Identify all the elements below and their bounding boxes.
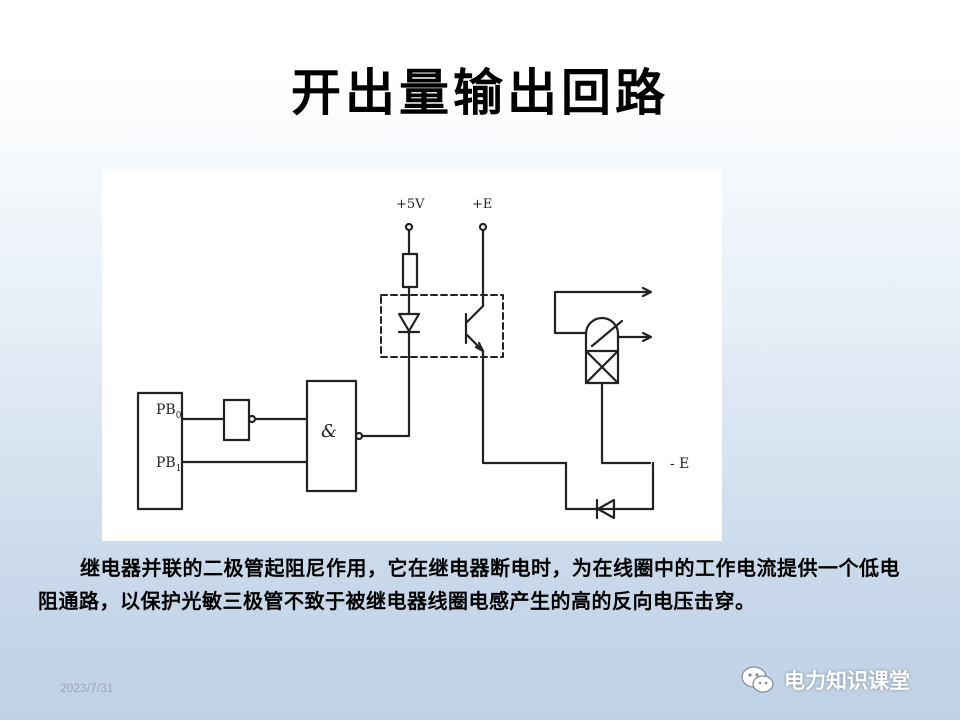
and-output-wire (360, 359, 411, 438)
watermark-text: 电力知识课堂 (784, 669, 910, 693)
relay-contact-arrow (641, 286, 653, 298)
caption-text: 继电器并联的二极管起阻尼作用，它在继电器断电时，为在线圈中的工作电流提供一个低电… (38, 556, 900, 613)
relay-contact-wire (553, 290, 652, 335)
transistor-emitter-wire (481, 349, 568, 465)
circuit-diagram: PB0 PB1 & +5V +E (102, 171, 722, 541)
circuit-svg: PB0 PB1 & +5V +E (136, 197, 689, 520)
slide-date: 2023/7/31 (60, 681, 114, 695)
resistor (401, 252, 419, 289)
relay-contact-lever (590, 319, 652, 348)
neg-e-label: - E (670, 456, 689, 472)
relay-contact-arrow-2 (641, 331, 653, 343)
inverter-gate (222, 398, 251, 442)
slide-title: 开出量输出回路 (291, 63, 669, 122)
and-gate-label: & (321, 421, 337, 442)
wechat-icon (741, 666, 774, 693)
supply-5v-label: +5V (396, 197, 425, 212)
relay-coil-cross (584, 349, 620, 385)
supply-e-label: +E (472, 197, 492, 212)
relay-coil-wire (600, 381, 652, 465)
optocoupler-box (380, 294, 504, 358)
led-diode (397, 312, 421, 334)
pb0-label: PB0 (156, 402, 182, 421)
pb1-label: PB1 (156, 455, 181, 474)
watermark: 电力知识课堂 (740, 662, 910, 698)
damping-diode (595, 498, 616, 520)
pb-input-block (136, 391, 184, 511)
relay-dome (584, 316, 620, 353)
diode-wire (564, 461, 655, 511)
